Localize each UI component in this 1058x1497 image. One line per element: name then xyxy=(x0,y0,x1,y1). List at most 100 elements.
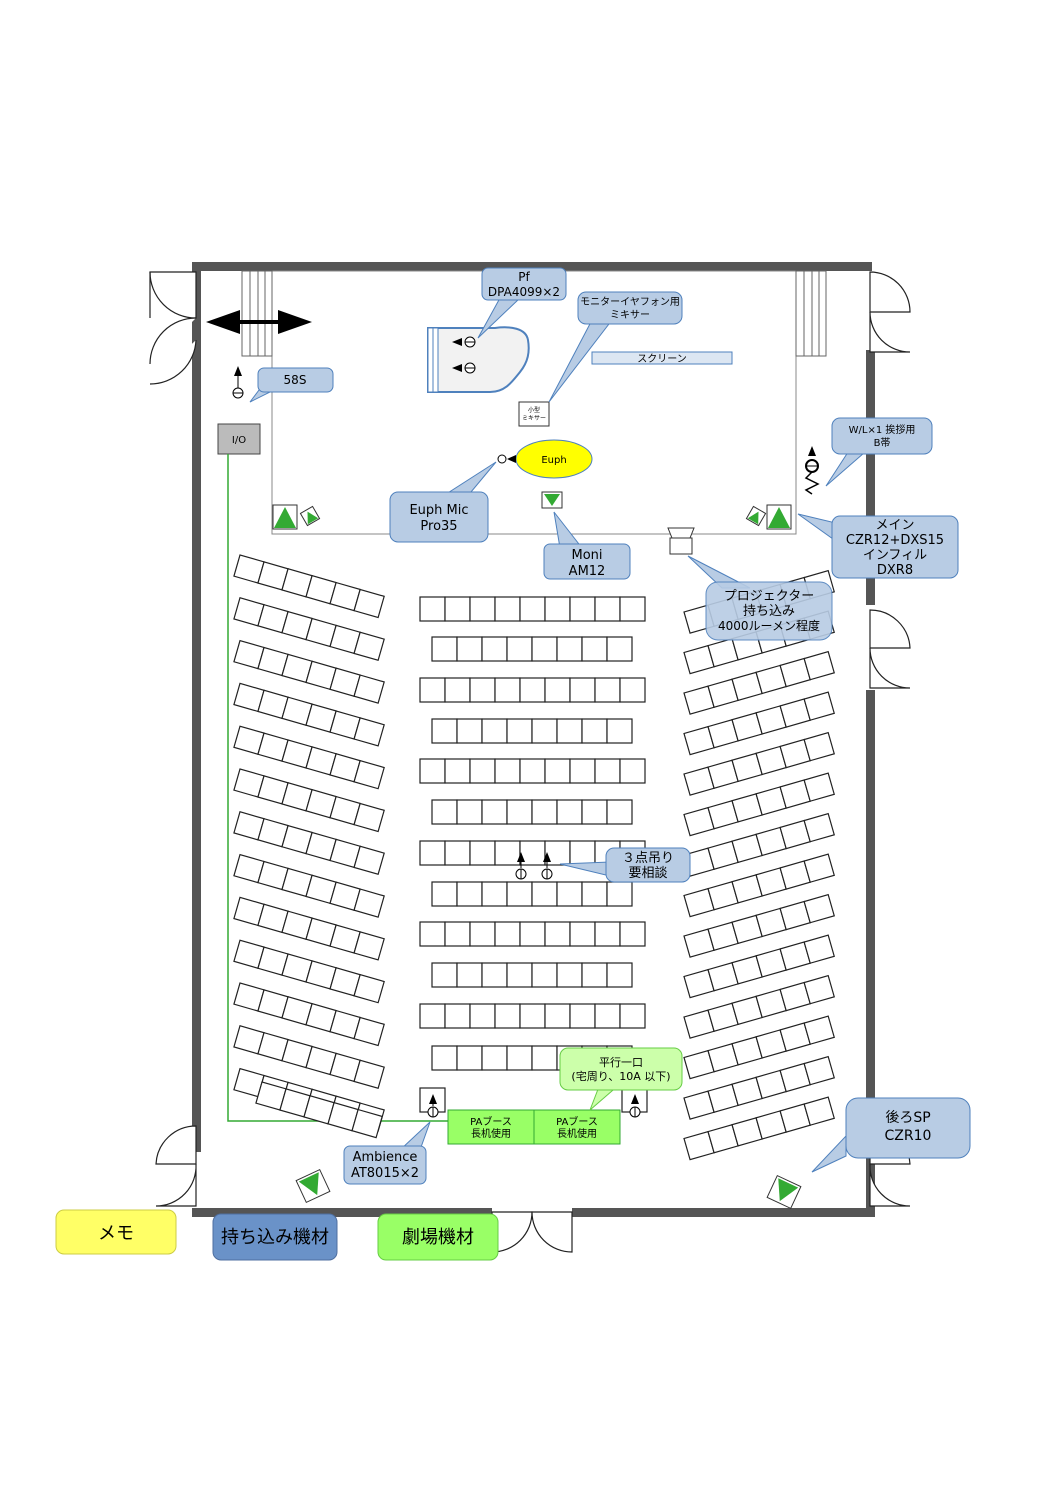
seat xyxy=(431,799,458,825)
callout-main-sp: メイン CZR12+DXS15 インフィル DXR8 xyxy=(797,513,959,579)
speaker-icon xyxy=(766,504,792,530)
seat xyxy=(494,840,521,866)
seat xyxy=(481,1045,508,1071)
seat xyxy=(531,881,558,907)
seat xyxy=(351,1108,383,1139)
seat xyxy=(619,596,646,622)
seat-row xyxy=(683,1055,835,1120)
seat xyxy=(494,596,521,622)
seat xyxy=(606,636,633,662)
seat xyxy=(556,718,583,744)
seat xyxy=(594,758,621,784)
seat-row xyxy=(233,682,385,747)
seat xyxy=(606,799,633,825)
seat-row xyxy=(233,1025,385,1090)
seat xyxy=(619,1003,646,1029)
euph-label: Euph xyxy=(541,455,566,466)
seat xyxy=(456,636,483,662)
callout-power-1: 平行一口 xyxy=(599,1056,643,1069)
callout-wl-1: W/L×1 挨拶用 xyxy=(849,423,916,436)
seat xyxy=(619,921,646,947)
seat xyxy=(544,921,571,947)
seat xyxy=(619,758,646,784)
seat xyxy=(544,677,571,703)
callout-moni-2: AM12 xyxy=(569,564,606,579)
seat xyxy=(469,596,496,622)
seat xyxy=(803,812,835,843)
door-icon xyxy=(869,271,911,353)
seat-row xyxy=(683,772,835,837)
seat xyxy=(469,1003,496,1029)
mic-icon xyxy=(629,1094,641,1118)
seat xyxy=(494,921,521,947)
seat xyxy=(519,596,546,622)
seat-row xyxy=(683,934,835,999)
callout-moni-1: Moni xyxy=(571,548,602,563)
seat xyxy=(431,718,458,744)
seat xyxy=(506,718,533,744)
seat xyxy=(444,758,471,784)
seat xyxy=(519,758,546,784)
seat xyxy=(444,596,471,622)
pa-booth-2-label-2: 長机使用 xyxy=(557,1127,597,1140)
seat-row xyxy=(683,650,835,715)
seat xyxy=(569,921,596,947)
callout-pf-2: DPA4099×2 xyxy=(488,285,560,299)
screen xyxy=(591,351,733,365)
callout-projector: プロジェクター 持ち込み 4000ルーメン程度 xyxy=(687,555,833,641)
seat xyxy=(544,596,571,622)
seat xyxy=(519,921,546,947)
callout-main-sp-3: インフィル xyxy=(863,548,927,563)
seat xyxy=(419,596,446,622)
seat xyxy=(353,1016,385,1047)
speaker-icon xyxy=(541,491,563,509)
legend-memo xyxy=(55,1209,177,1255)
legend: メモ 持ち込み機材 劇場機材 xyxy=(55,1209,499,1261)
callout-ambience-1: Ambience xyxy=(353,1150,418,1165)
wing-left xyxy=(241,270,273,357)
seat-row xyxy=(233,725,385,790)
seat xyxy=(506,1045,533,1071)
screen-label: スクリーン xyxy=(637,353,687,365)
callout-rear-sp: 後ろSP CZR10 xyxy=(811,1097,971,1173)
callout-projector-1: プロジェクター xyxy=(724,589,814,604)
seat xyxy=(353,717,385,747)
seat xyxy=(581,718,608,744)
speaker-icon xyxy=(745,505,767,527)
piano-icon xyxy=(427,326,530,393)
pa-booth-1-label-1: PAブース xyxy=(470,1115,512,1128)
seat xyxy=(544,1003,571,1029)
seat xyxy=(481,636,508,662)
seat xyxy=(619,677,646,703)
wing-right xyxy=(795,270,827,357)
seat xyxy=(431,636,458,662)
door-icon xyxy=(491,1211,573,1253)
seat xyxy=(419,758,446,784)
seat xyxy=(544,758,571,784)
seat xyxy=(444,840,471,866)
seat xyxy=(803,934,835,964)
seat-row xyxy=(683,853,835,918)
seat xyxy=(519,677,546,703)
arrow-icon xyxy=(206,310,312,334)
seat xyxy=(469,758,496,784)
io-box xyxy=(217,423,261,455)
seat xyxy=(444,677,471,703)
callout-projector-2: 持ち込み xyxy=(743,604,795,619)
seat-row xyxy=(683,1015,835,1080)
seat xyxy=(469,921,496,947)
seat xyxy=(431,962,458,988)
seat-row xyxy=(419,677,646,703)
legend-memo-label: メモ xyxy=(98,1223,134,1244)
seat xyxy=(481,962,508,988)
seat xyxy=(456,962,483,988)
seat-row xyxy=(419,921,646,947)
seat xyxy=(803,731,835,762)
seat xyxy=(594,677,621,703)
door-icon xyxy=(869,609,911,689)
seat xyxy=(353,759,385,790)
seat-row xyxy=(683,691,835,756)
seat-row xyxy=(419,1003,646,1029)
seat xyxy=(803,1055,835,1086)
seat xyxy=(353,973,385,1004)
